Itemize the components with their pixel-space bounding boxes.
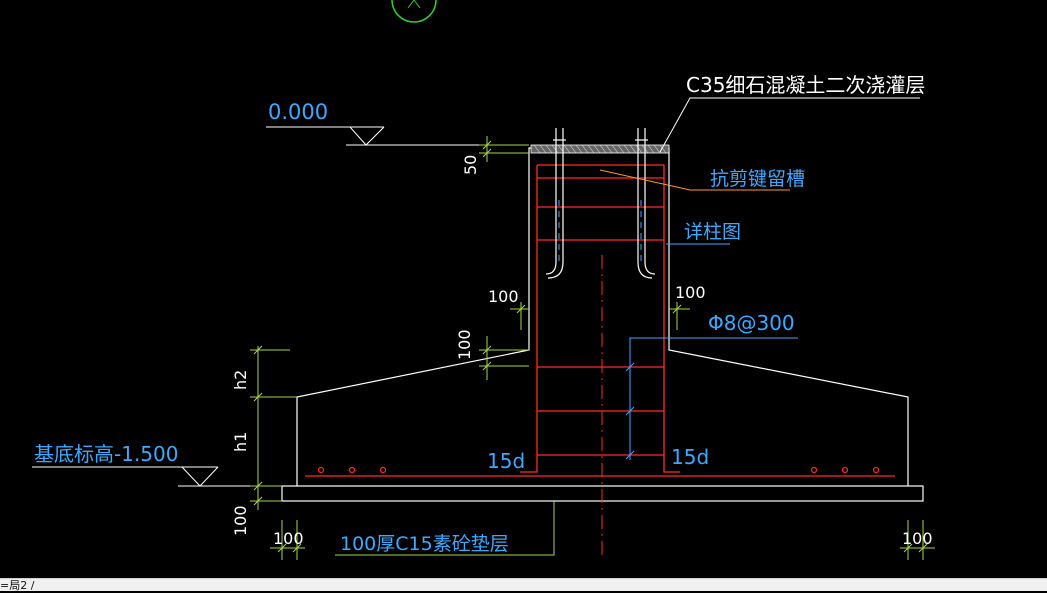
dim-100-vert: 100 [455,329,474,360]
grout-layer [530,144,670,154]
dim-100-bottom-vert: 100 [231,505,250,536]
base-elevation-label: 基底标高-1.500 [34,442,178,466]
rebar-spacing-label: Φ8@300 [708,311,795,335]
status-text: =局2 / [0,579,35,592]
dim-100-bottom-right: 100 [902,529,933,548]
axis-bubble [391,0,437,23]
column-rebar [305,164,895,477]
dim-h2: h2 [231,370,250,390]
dim-50: 50 [461,155,480,175]
status-bar: =局2 / [0,578,1047,592]
anchor-bolts [545,128,656,279]
cushion-label: 100厚C15素砼垫层 [340,533,509,555]
anchor-right-label: 15d [671,445,709,469]
bottom-rebar-dots [317,466,880,474]
shear-key-label: 抗剪键留槽 [710,168,805,190]
dim-100-left: 100 [488,287,519,306]
column-detail-label: 详柱图 [684,221,741,243]
elevation-zero-label: 0.000 [268,100,328,124]
dim-100-bottom-left: 100 [273,529,304,548]
anchor-left-label: 15d [487,449,525,473]
concrete-layer-label: C35细石混凝土二次浇灌层 [686,73,925,97]
rebar-leader-ticks [625,362,635,460]
axis-bubble-mark [407,0,421,9]
rebar-leader [629,337,798,460]
grout-hatch [533,144,667,154]
concrete-leader [659,97,920,153]
dim-100-right: 100 [675,283,706,302]
shear-key-leader [599,169,790,191]
dim-h1: h1 [231,432,250,452]
base-elevation-marker [32,466,282,487]
dimension-lines [250,136,935,560]
bolt-dashes [558,200,642,262]
